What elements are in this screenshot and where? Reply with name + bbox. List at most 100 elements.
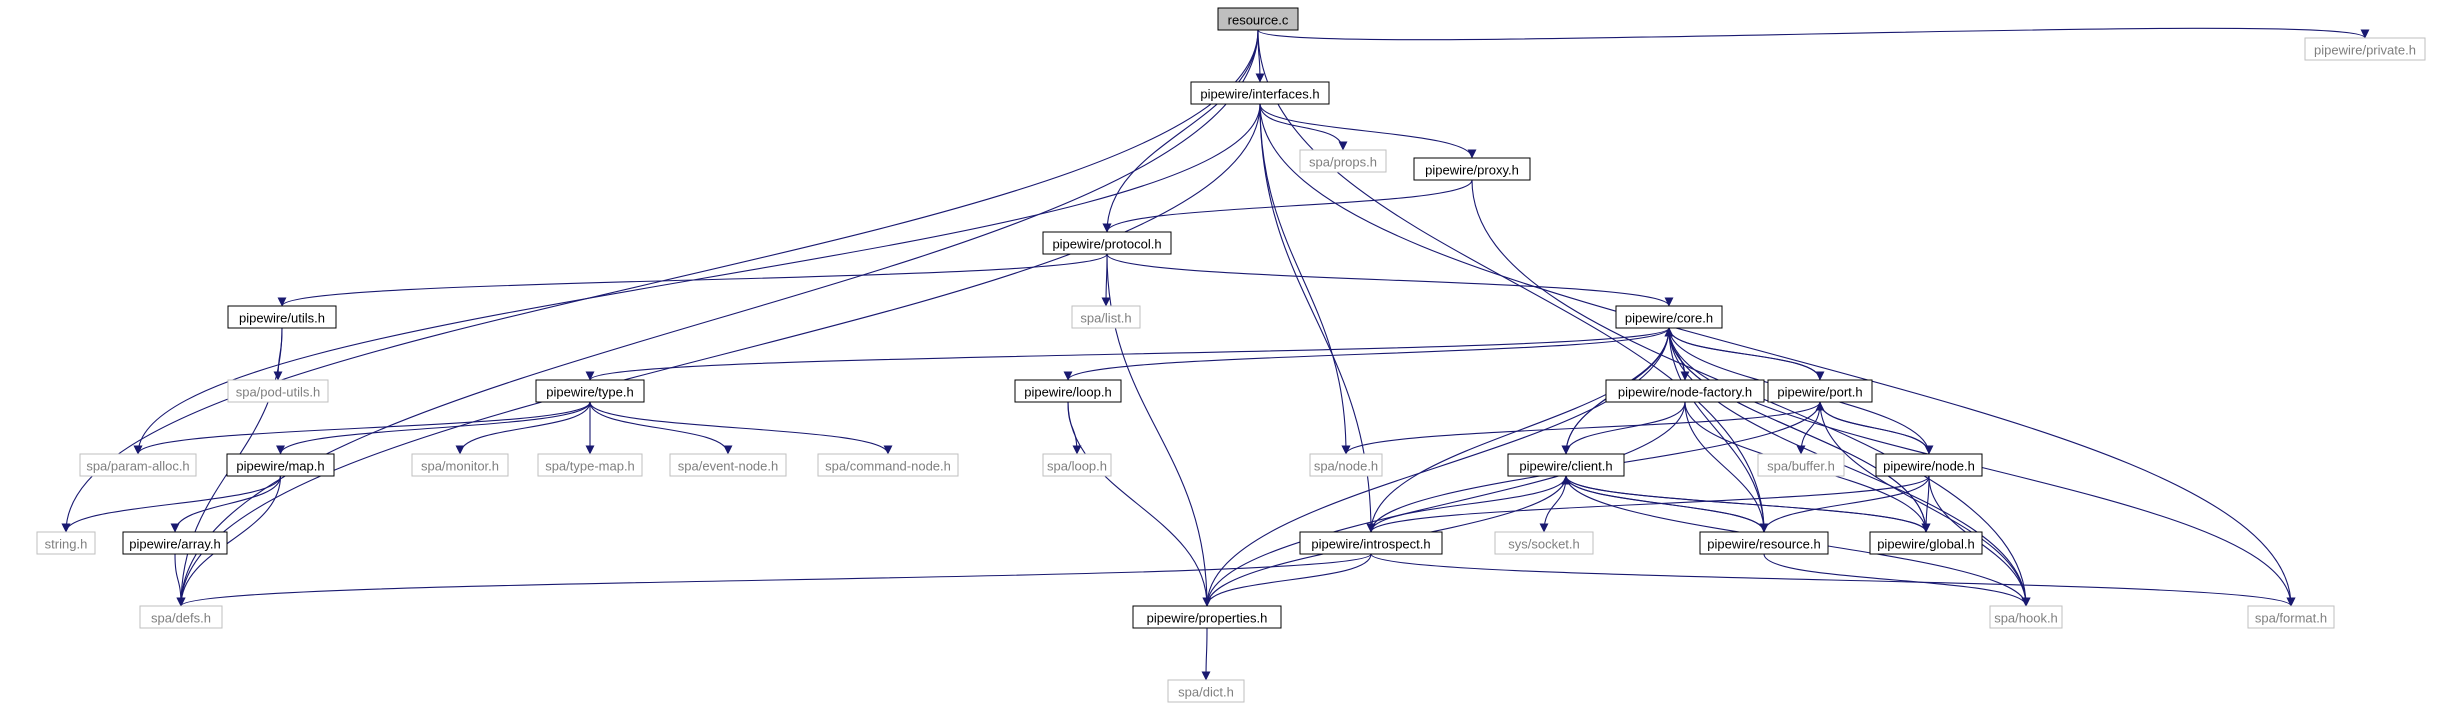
node-label: pipewire/private.h [2314,43,2416,58]
node-box [2247,605,2335,629]
node-box [1413,157,1531,181]
edge-global_h-to-client_h [1561,475,1927,533]
edge-port_h-to-core_h [1664,327,1821,381]
edge-proxy_h-to-protocol_h [1102,179,1473,233]
node-box [1309,453,1383,477]
node-client-h[interactable]: pipewire/client.h [1507,453,1625,477]
node-format-h: spa/format.h [2247,605,2335,629]
node-proxy-h[interactable]: pipewire/proxy.h [1413,157,1531,181]
node-label: resource.c [1228,13,1289,28]
edge-nodefactory_h-to-client_h [1561,401,1686,455]
edge-interfaces_h-to-format_h [1259,103,2296,607]
node-box [1071,305,1141,329]
edge-nodefactory_h-to-pwresource_h [1684,401,1769,533]
node-utils-h[interactable]: pipewire/utils.h [227,305,337,329]
edge-protocol_h-to-core_h [1106,253,1674,307]
node-paramalloc-h: spa/param-alloc.h [79,453,197,477]
edge-map_h-to-string_h [61,475,282,533]
edge-interfaces_h-to-props_h [1259,103,1348,151]
node-buffer-h: spa/buffer.h [1757,453,1845,477]
node-label: spa/defs.h [151,611,211,626]
node-box [535,379,645,403]
node-array-h[interactable]: pipewire/array.h [122,531,228,555]
node-box [669,453,787,477]
edge-nodefactory_h-to-properties_h [1202,401,1686,607]
node-monitor-h: spa/monitor.h [411,453,509,477]
node-box [139,605,223,629]
node-box [537,453,643,477]
edge-core_h-to-hook_h [1668,327,2031,607]
node-map-h[interactable]: pipewire/map.h [226,453,335,477]
node-box [1217,7,1299,31]
edge-interfaces_h-to-paramalloc_h [133,103,1261,455]
node-label: pipewire/map.h [236,459,324,474]
node-label: pipewire/protocol.h [1052,237,1161,252]
edge-introspect_h-to-properties_h [1202,553,1372,607]
node-port-h[interactable]: pipewire/port.h [1767,379,1873,403]
node-resource-c[interactable]: resource.c [1217,7,1299,31]
edge-pwnode_h-to-port_h [1815,401,1930,455]
node-label: spa/monitor.h [421,459,499,474]
edge-client_h-to-introspect_h [1366,475,1567,533]
node-loop-h[interactable]: pipewire/loop.h [1014,379,1122,403]
node-label: spa/pod-utils.h [236,385,321,400]
node-box [227,379,329,403]
node-eventnode-h: spa/event-node.h [669,453,787,477]
edge-array_h-to-defs_h [174,553,186,607]
node-label: pipewire/utils.h [239,311,325,326]
node-label: pipewire/properties.h [1147,611,1268,626]
node-pwresource-h[interactable]: pipewire/resource.h [1699,531,1829,555]
node-core-h[interactable]: pipewire/core.h [1615,305,1723,329]
edge-type_h-to-eventnode_h [589,401,733,455]
node-box [1299,149,1387,173]
node-string-h: string.h [36,531,96,555]
node-nodefactory-h[interactable]: pipewire/node-factory.h [1605,379,1765,403]
node-private-h: pipewire/private.h [2304,37,2426,61]
node-label: pipewire/introspect.h [1311,537,1430,552]
edge-interfaces_h-to-proxy_h [1259,103,1477,159]
edge-core_h-to-introspect_h [1366,327,1670,533]
node-label: pipewire/port.h [1777,385,1862,400]
node-box [1299,531,1443,555]
node-pwnode-h[interactable]: pipewire/node.h [1875,453,1983,477]
node-box [79,453,197,477]
node-hook-h: spa/hook.h [1989,605,2063,629]
node-label: spa/node.h [1314,459,1378,474]
node-introspect-h[interactable]: pipewire/introspect.h [1299,531,1443,555]
node-label: pipewire/loop.h [1024,385,1111,400]
edge-port_h-to-hook_h [1819,401,2031,607]
edge-type_h-to-commandnode_h [589,401,893,455]
node-spaloop-h: spa/loop.h [1042,453,1112,477]
edge-core_h-to-pwresource_h [1668,327,1769,533]
edge-core_h-to-properties_h [1202,327,1670,607]
node-label: pipewire/array.h [129,537,221,552]
node-defs-h: spa/defs.h [139,605,223,629]
node-properties-h[interactable]: pipewire/properties.h [1132,605,1282,629]
node-global-h[interactable]: pipewire/global.h [1869,531,1983,555]
node-label: pipewire/proxy.h [1425,163,1519,178]
node-label: pipewire/node.h [1883,459,1975,474]
node-box [1014,379,1122,403]
node-protocol-h[interactable]: pipewire/protocol.h [1042,231,1172,255]
edge-introspect_h-to-format_h [1370,553,2296,607]
edge-map_h-to-array_h [170,475,282,533]
node-label: spa/hook.h [1994,611,2058,626]
node-box [411,453,509,477]
node-box [2304,37,2426,61]
node-interfaces-h[interactable]: pipewire/interfaces.h [1190,81,1330,105]
node-list-h: spa/list.h [1071,305,1141,329]
node-label: pipewire/node-factory.h [1618,385,1752,400]
edge-port_h-to-spanode_h [1341,401,1821,455]
node-type-h[interactable]: pipewire/type.h [535,379,645,403]
edge-interfaces_h-to-defs_h [176,103,1261,607]
node-label: pipewire/client.h [1519,459,1612,474]
node-label: spa/event-node.h [678,459,778,474]
edge-type_h-to-monitor_h [455,401,591,455]
edge-pwnode_h-to-introspect_h [1366,475,1930,533]
edge-pwresource_h-to-client_h [1561,475,1765,533]
node-label: pipewire/resource.h [1707,537,1820,552]
node-label: spa/buffer.h [1767,459,1835,474]
node-box [1190,81,1330,105]
edge-global_h-to-core_h [1664,327,1927,533]
node-box [36,531,96,555]
